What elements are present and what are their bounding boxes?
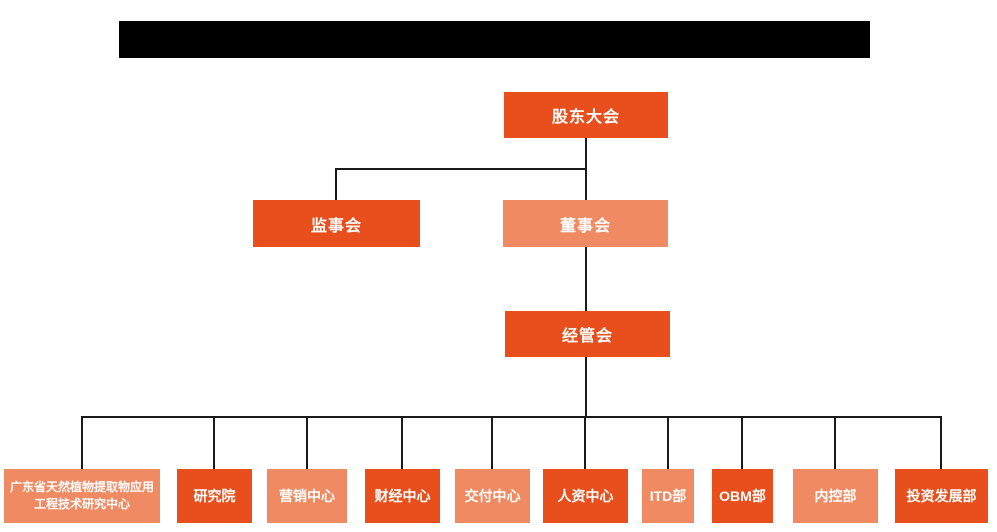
node-dept-delivery-center: 交付中心 <box>455 469 530 523</box>
node-dept-internal-control: 内控部 <box>793 469 878 523</box>
node-dept-itd: ITD部 <box>642 469 694 523</box>
node-label: OBM部 <box>719 488 766 504</box>
connector-drop <box>667 416 669 469</box>
connector-drop <box>741 416 743 469</box>
node-supervisory-board: 监事会 <box>253 200 420 247</box>
node-dept-marketing-center: 营销中心 <box>267 469 347 523</box>
connector-drop <box>401 416 403 469</box>
node-label: 财经中心 <box>374 488 431 504</box>
connector-drop <box>940 416 942 469</box>
node-label: 广东省天然植物提取物应用工程技术研究中心 <box>9 480 154 511</box>
node-shareholders-meeting: 股东大会 <box>504 92 668 138</box>
connector-drop <box>306 416 308 469</box>
connector-drop <box>81 416 83 469</box>
node-label: ITD部 <box>649 488 687 504</box>
node-dept-research-center: 广东省天然植物提取物应用工程技术研究中心 <box>4 469 160 523</box>
connector-branch-to-supervisory <box>335 168 337 200</box>
node-label: 研究院 <box>193 488 236 504</box>
connector-drop <box>213 416 215 469</box>
node-label: 董事会 <box>559 217 611 235</box>
node-label: 交付中心 <box>464 488 521 504</box>
node-label: 内控部 <box>814 488 857 504</box>
node-label: 监事会 <box>310 217 362 235</box>
node-dept-investment-development: 投资发展部 <box>895 469 988 523</box>
node-dept-obm: OBM部 <box>712 469 773 523</box>
connector-management-to-bus <box>585 357 587 417</box>
node-label: 人资中心 <box>557 488 614 504</box>
node-management-committee: 经管会 <box>505 311 670 357</box>
node-label: 经管会 <box>561 328 613 345</box>
connector-board-to-management <box>585 247 587 311</box>
node-dept-hr-center: 人资中心 <box>543 469 628 523</box>
connector-distribution-bus <box>81 416 942 418</box>
connector-drop <box>584 416 586 469</box>
node-board-of-directors: 董事会 <box>503 200 668 247</box>
connector-branch-horizontal <box>335 168 587 170</box>
connector-drop <box>834 416 836 469</box>
node-label: 营销中心 <box>279 488 335 504</box>
node-dept-research-institute: 研究院 <box>177 469 252 523</box>
node-label: 投资发展部 <box>906 488 977 504</box>
connector-drop <box>491 416 493 469</box>
node-dept-finance-center: 财经中心 <box>365 469 440 523</box>
node-label: 股东大会 <box>551 109 620 126</box>
redacted-title-bar <box>119 21 870 58</box>
